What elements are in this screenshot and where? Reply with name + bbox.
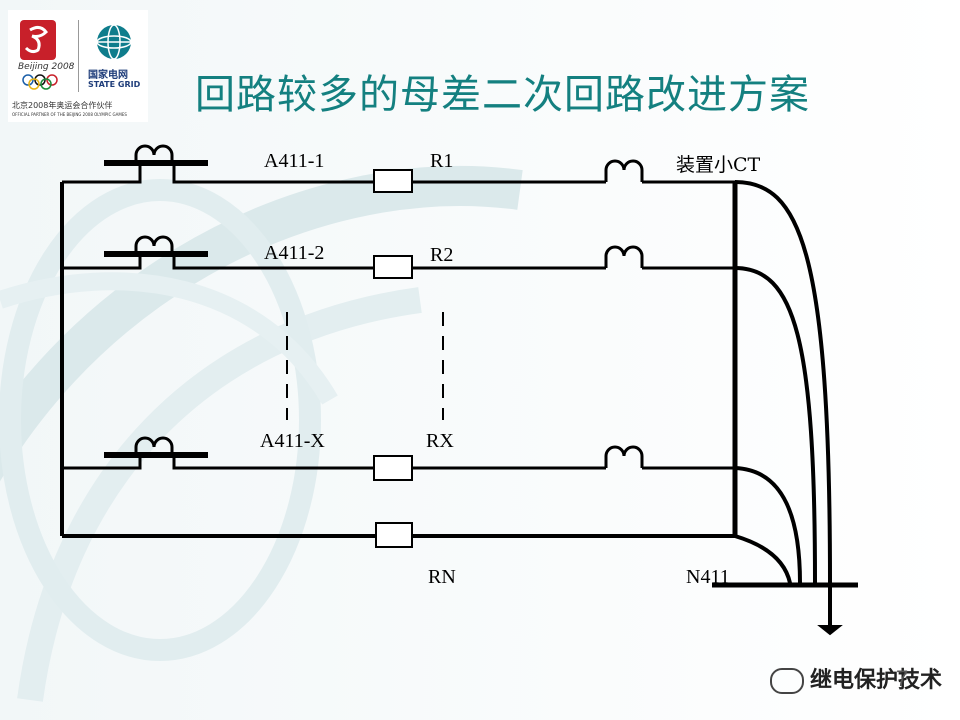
branch-a411-1 bbox=[62, 144, 735, 193]
label-branch-x: A411-X bbox=[260, 430, 325, 452]
company-en: STATE GRID bbox=[88, 80, 141, 89]
olympic-rings-icon bbox=[22, 74, 58, 90]
slide-title: 回路较多的母差二次回路改进方案 bbox=[195, 72, 810, 118]
partner-en: OFFICIAL PARTNER OF THE BEIJING 2008 OLY… bbox=[12, 112, 127, 117]
page-number: 7 bbox=[896, 666, 909, 691]
logo: Beijing 2008 国家电网 STATE GRID 北京2008年奥运会合… bbox=[8, 10, 148, 122]
resistor-r1 bbox=[373, 169, 413, 193]
return-wire-1 bbox=[734, 180, 832, 584]
label-rn: RN bbox=[428, 566, 456, 588]
watermark-text: 继电保护技术 bbox=[810, 668, 943, 693]
olympic-emblem-icon bbox=[20, 20, 56, 60]
label-r2: R2 bbox=[430, 244, 454, 266]
state-grid-globe-icon bbox=[96, 24, 132, 60]
label-device-ct: 装置小CT bbox=[676, 154, 761, 176]
resistor-rx bbox=[373, 455, 413, 481]
label-branch-2: A411-2 bbox=[264, 242, 325, 264]
label-branch-1: A411-1 bbox=[264, 150, 325, 172]
label-n411: N411 bbox=[686, 566, 730, 588]
label-r1: R1 bbox=[430, 150, 454, 172]
resistor-rn bbox=[375, 522, 413, 548]
watermark: 继电保护技术 bbox=[770, 662, 942, 694]
ground-icon bbox=[817, 625, 843, 636]
logo-divider bbox=[78, 20, 79, 92]
return-wire-2 bbox=[734, 266, 817, 584]
company-cn: 国家电网 bbox=[88, 70, 128, 81]
partner-cn: 北京2008年奥运会合作伙伴 bbox=[12, 101, 113, 110]
olympic-text: Beijing 2008 bbox=[18, 62, 75, 72]
branch-a411-x bbox=[62, 436, 735, 481]
return-wire-4 bbox=[734, 534, 792, 584]
branch-a411-2 bbox=[62, 235, 735, 279]
return-wire-3 bbox=[734, 466, 802, 584]
chat-bubble-icon bbox=[770, 668, 804, 694]
resistor-r2 bbox=[373, 255, 413, 279]
label-rx: RX bbox=[426, 430, 454, 452]
neutral-line bbox=[62, 522, 735, 548]
